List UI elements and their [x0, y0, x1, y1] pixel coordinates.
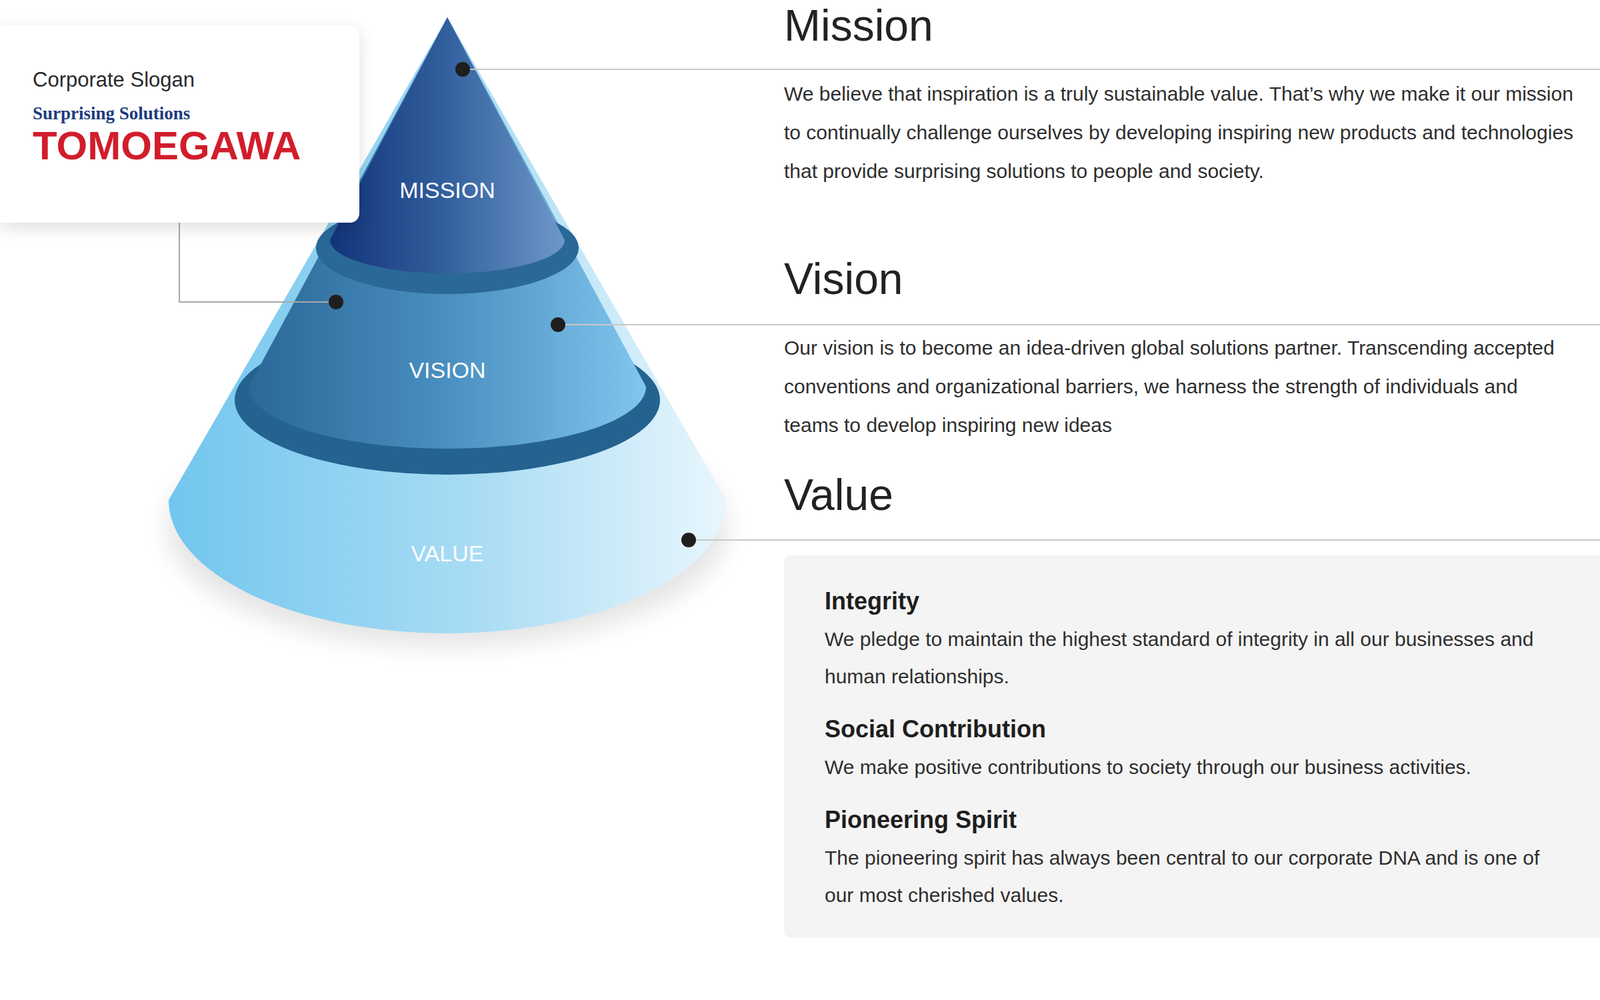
value-text: We make positive contributions to societ… — [824, 748, 1574, 786]
slogan-caption: Corporate Slogan — [32, 66, 360, 94]
value-heading: Integrity — [824, 582, 1574, 621]
mission-band — [330, 17, 565, 274]
mission-band-node: MISSION — [373, 133, 522, 247]
leader-line — [688, 539, 1600, 541]
value-panel: IntegrityWe pledge to maintain the highe… — [784, 555, 1600, 938]
section-heading: Value — [784, 469, 1600, 520]
value-text: We pledge to maintain the highest standa… — [824, 620, 1574, 696]
section-heading: Vision — [784, 253, 904, 304]
connector-line — [179, 222, 334, 302]
slogan-card: Corporate SloganSurprising SolutionsTOMO… — [0, 25, 360, 223]
leader-dot — [681, 532, 696, 548]
value-heading: Social Contribution — [824, 710, 1574, 749]
band-label: VISION — [408, 356, 486, 384]
value-section: ValueIntegrityWe pledge to maintain the … — [784, 469, 1600, 938]
slogan-tagline: Surprising Solutions — [32, 102, 360, 124]
connector-dot — [328, 294, 344, 310]
section-heading: Mission — [784, 0, 934, 51]
vision-band-node: VISION — [333, 293, 562, 447]
value-band-node: VALUE — [280, 506, 615, 600]
section-text: Our vision is to become an idea-driven g… — [784, 328, 1578, 445]
value-heading: Pioneering Spirit — [824, 800, 1574, 840]
value-text: The pioneering spirit has always been ce… — [824, 839, 1574, 914]
section-text: We believe that inspiration is a truly s… — [784, 74, 1578, 191]
leader-line — [462, 68, 1600, 70]
company-logo: TOMOEGAWA — [32, 124, 360, 168]
leader-dot — [550, 317, 566, 332]
leader-line — [558, 324, 1600, 326]
band-label: MISSION — [399, 176, 496, 204]
leader-dot — [455, 62, 470, 77]
band-label: VALUE — [411, 540, 484, 567]
